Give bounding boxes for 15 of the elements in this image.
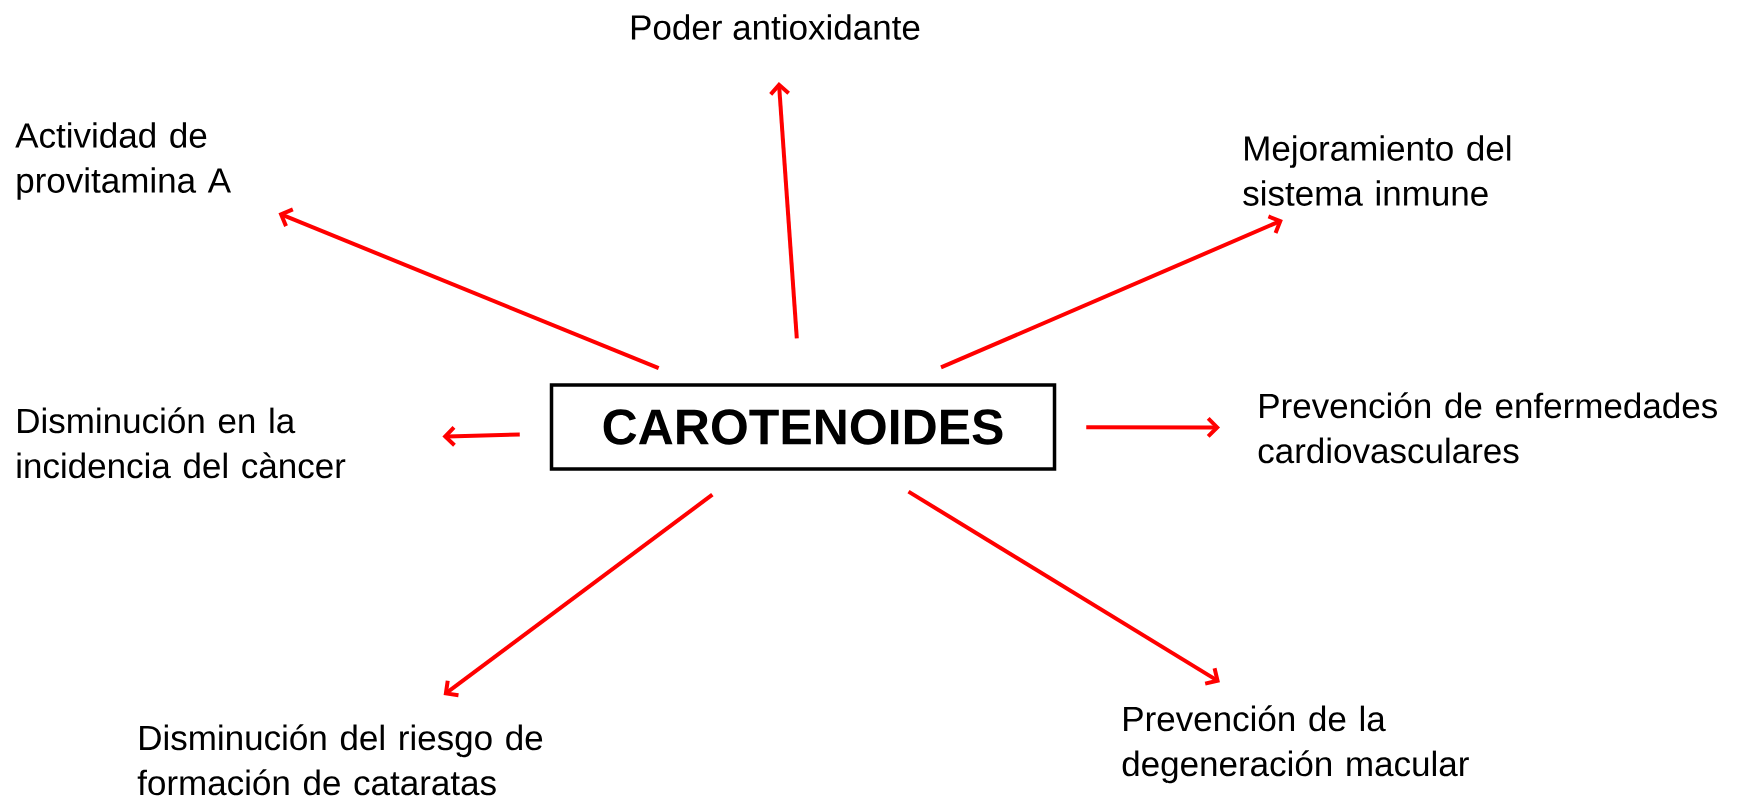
arrow — [1086, 417, 1220, 438]
arrow — [940, 214, 1283, 370]
arrow — [278, 207, 660, 371]
arrow — [769, 82, 799, 339]
benefit-label: Disminución en la incidencia del càncer — [17, 407, 346, 479]
title-box: CAROTENOIDES — [549, 383, 1057, 471]
benefit-label: Mejoramiento del sistema inmune — [1243, 135, 1511, 206]
arrow — [442, 425, 520, 447]
benefit-label: Prevención de enfermedades cardiovasculares — [1258, 392, 1717, 464]
benefit-label: Prevención de la degeneración macular — [1122, 705, 1469, 784]
benefit-label: Actividad de provitamina A — [15, 122, 231, 200]
benefit-label: Poder antioxidante — [631, 14, 920, 40]
benefit-label: Disminución del riesgo de formación de cataratas — [137, 724, 543, 796]
arrow — [443, 493, 714, 698]
arrow — [907, 489, 1220, 686]
